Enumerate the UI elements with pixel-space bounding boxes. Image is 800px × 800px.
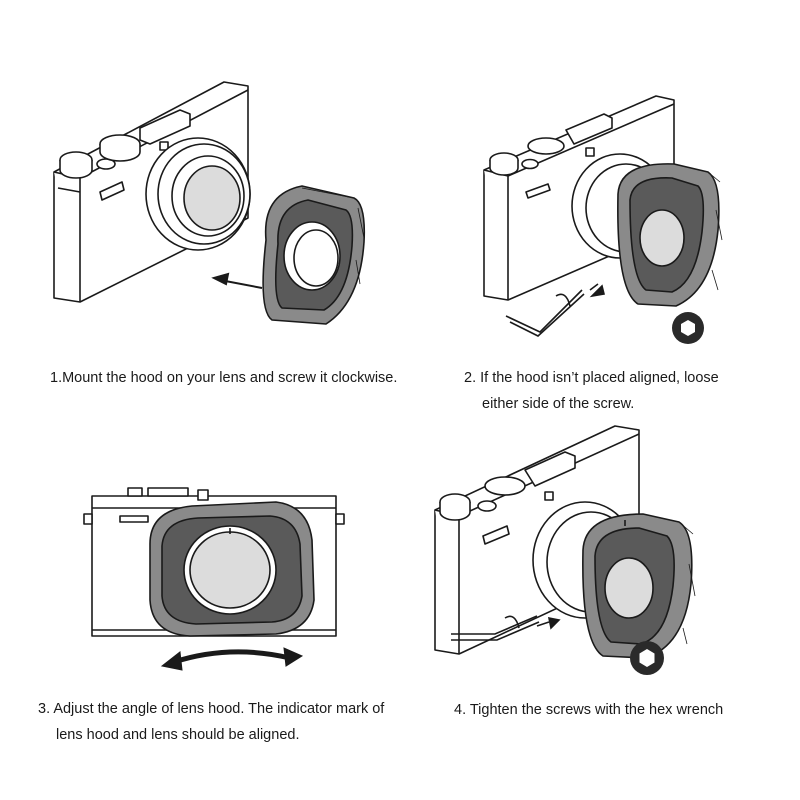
step-3-caption-line-1: 3. Adjust the angle of lens hood. The in… (38, 701, 385, 717)
step-4-caption-line-1: 4. Tighten the screws with the hex wrenc… (454, 702, 724, 718)
step-2-caption: 2. If the hood isn’t placed aligned, loo… (464, 365, 719, 417)
step-1-caption-line-1: 1.Mount the hood on your lens and screw … (50, 370, 398, 386)
step-1-caption: 1.Mount the hood on your lens and screw … (50, 365, 397, 391)
rotate-arrow-icon (160, 647, 304, 671)
camera-with-hood-tightened-icon (434, 425, 696, 675)
step-3-caption: 3. Adjust the angle of lens hood. The in… (38, 696, 384, 748)
step-2-caption-line-1: 2. If the hood isn’t placed aligned, loo… (464, 370, 719, 386)
arrow-toward-lens-icon (211, 272, 263, 289)
step-3-illustration (80, 480, 350, 680)
step-2-illustration (470, 90, 760, 350)
step-1-illustration (40, 70, 380, 340)
step-3-caption-line-2: lens hood and lens should be aligned. (56, 727, 300, 743)
step-4-caption: 4. Tighten the screws with the hex wrenc… (454, 697, 723, 723)
step-4-illustration (425, 420, 725, 685)
hex-wrench-icon (451, 615, 561, 641)
camera-front-view-icon (83, 487, 345, 671)
hex-socket-icon (672, 312, 704, 344)
camera-with-hood-beside-icon (53, 81, 366, 325)
hex-socket-icon (630, 641, 664, 675)
step-2-caption-line-2: either side of the screw. (482, 396, 635, 412)
camera-with-hood-mounted-icon (483, 95, 723, 344)
hex-wrench-icon (505, 283, 605, 337)
